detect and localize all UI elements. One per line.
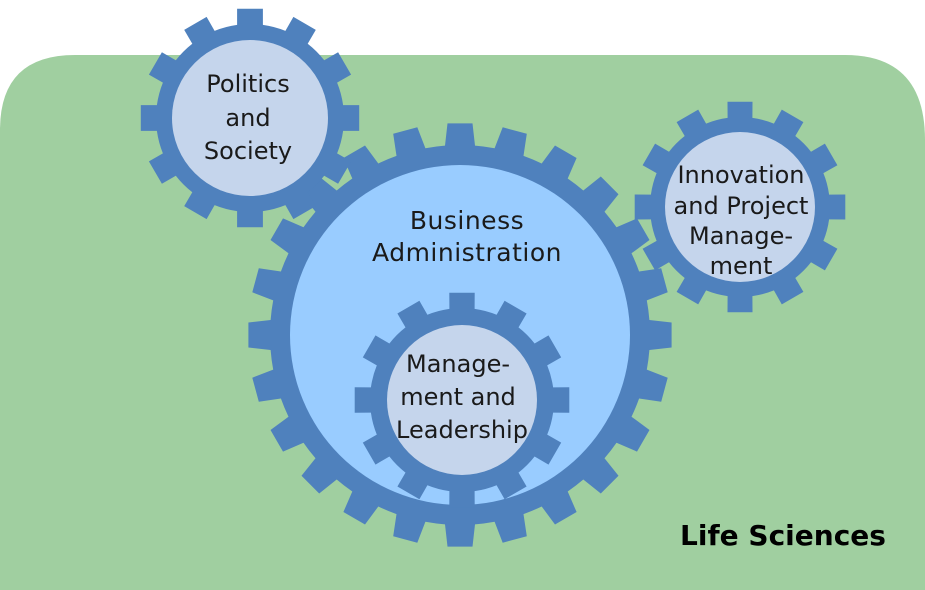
innovation-label-line-3: Manage-: [689, 222, 793, 250]
innovation-gear: [634, 101, 846, 313]
innovation-label-line-4: ment: [710, 252, 773, 280]
business-label-line-1: Business: [410, 206, 524, 235]
innovation-label-line-2: and Project: [674, 192, 809, 220]
politics-label-line-2: and: [225, 104, 270, 132]
management-label-line-3: Leadership: [396, 416, 528, 444]
politics-label-line-3: Society: [204, 137, 292, 165]
business-label-line-2: Administration: [372, 238, 562, 267]
politics-gear-face: [172, 40, 328, 196]
innovation-gear-face: [665, 132, 815, 282]
innovation-label-line-1: Innovation: [677, 161, 804, 189]
politics-gear: [140, 8, 360, 228]
politics-label-line-1: Politics: [206, 70, 289, 98]
management-label-line-2: ment and: [400, 383, 516, 411]
life-sciences-label: Life Sciences: [680, 519, 886, 552]
management-gear-face: [387, 325, 537, 475]
management-label-line-1: Manage-: [406, 350, 510, 378]
management-gear: [354, 292, 570, 508]
